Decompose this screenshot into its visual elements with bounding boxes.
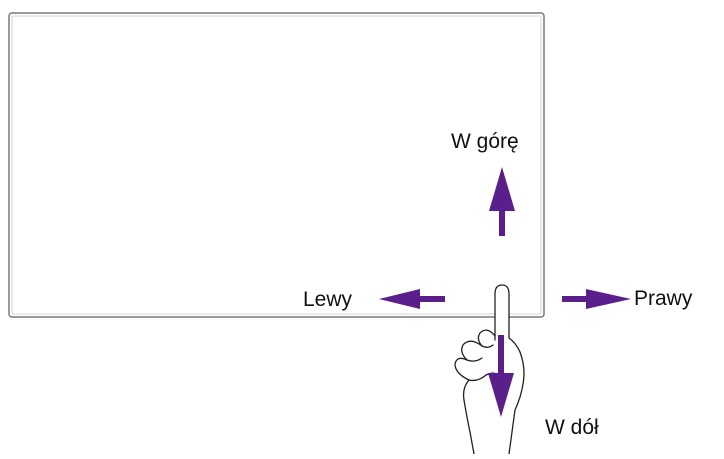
label-right: Prawy (634, 287, 693, 310)
label-down: W dół (545, 416, 599, 439)
display-outline (8, 12, 545, 318)
pointing-hand-icon (454, 284, 525, 455)
arrow-right-icon (562, 289, 631, 309)
arrow-down-icon (488, 335, 514, 417)
label-left: Lewy (303, 288, 353, 311)
label-up: W górę (451, 130, 519, 153)
arrow-left-icon (379, 289, 445, 309)
arrow-up-icon (489, 167, 515, 236)
